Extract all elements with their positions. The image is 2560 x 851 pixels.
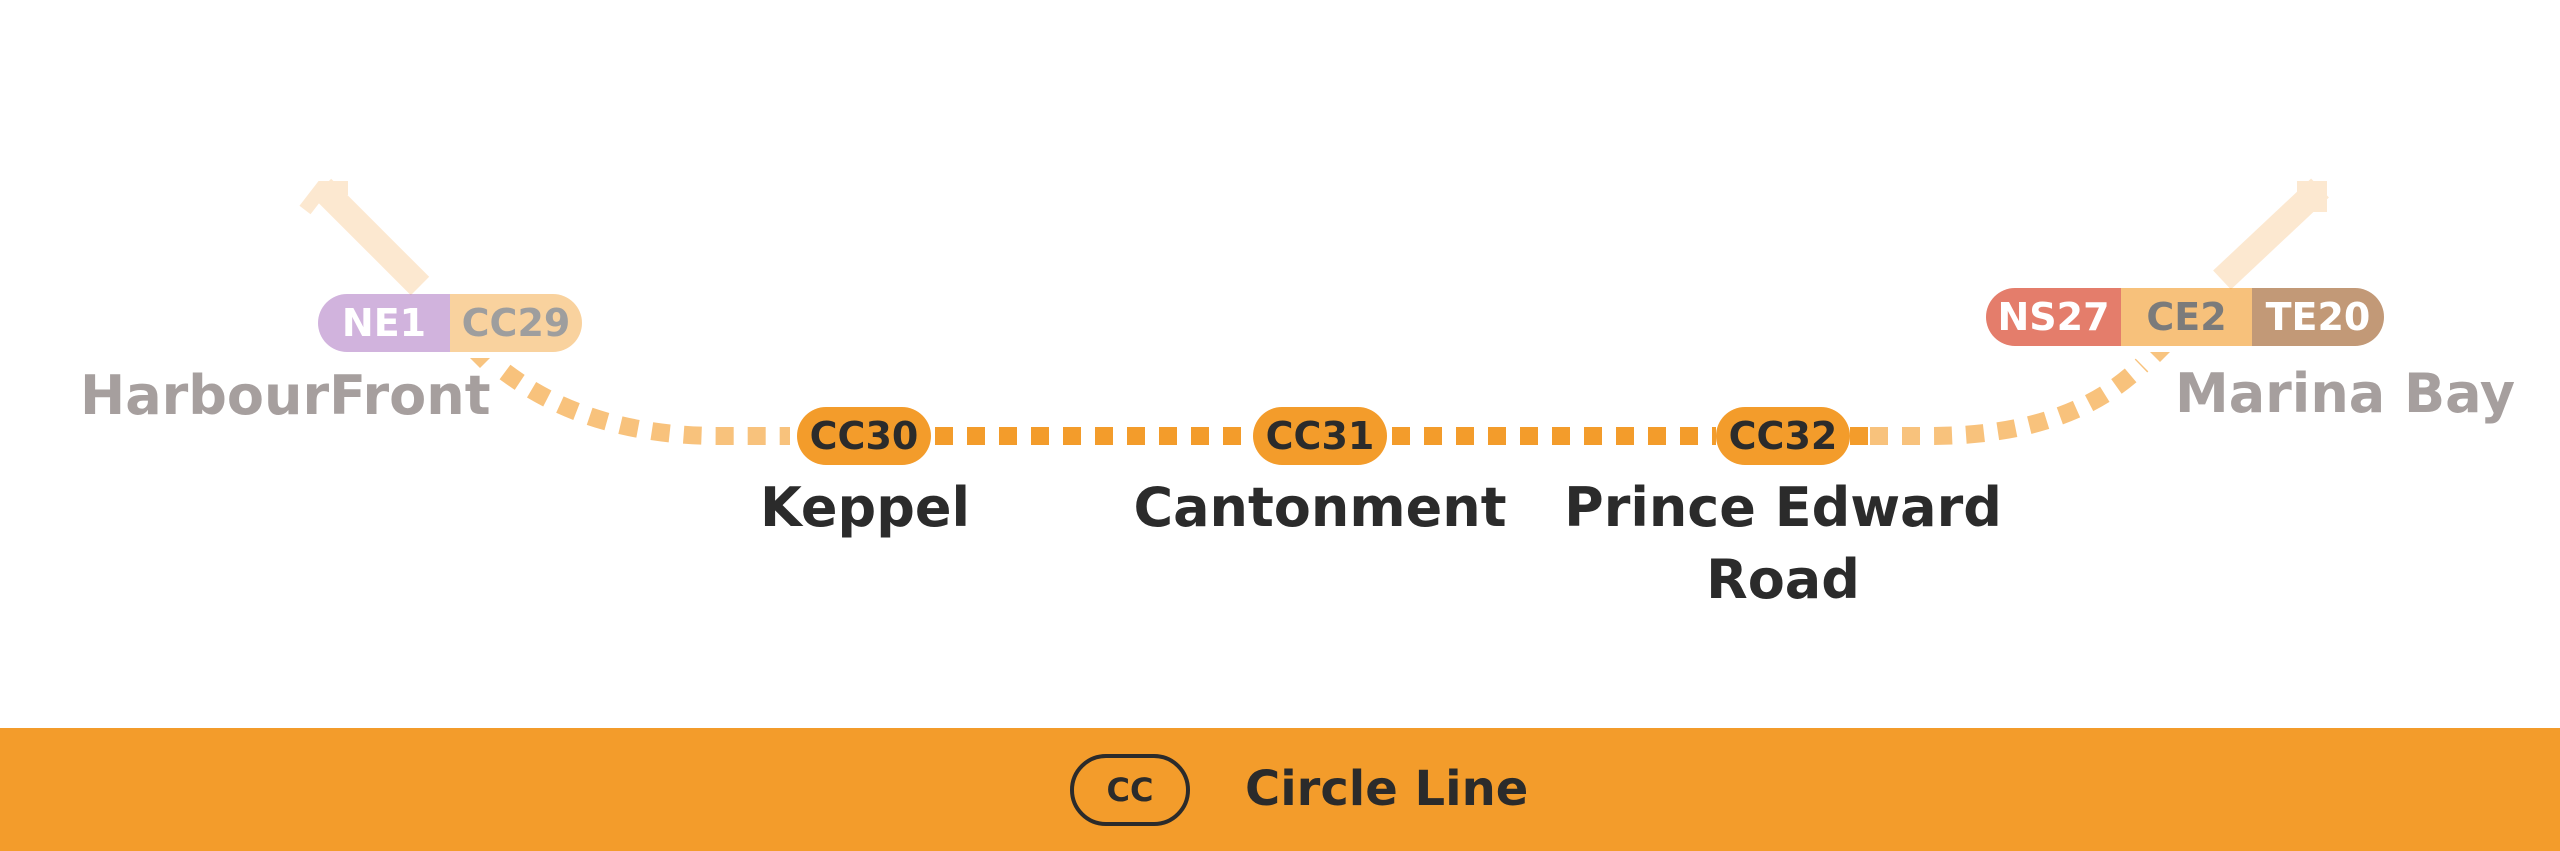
code-ne1: NE1 <box>318 294 450 352</box>
station-name-marina-bay[interactable]: Marina Bay <box>2175 362 2516 425</box>
line-name-label: Circle Line <box>1245 761 1529 817</box>
station-name-line2: Road <box>1706 548 1860 611</box>
station-name-line1: Prince Edward <box>1564 476 2002 539</box>
code-te20: TE20 <box>2252 288 2384 346</box>
route-map <box>299 178 2329 445</box>
pointer-icon <box>2150 352 2170 362</box>
station-badge-marina-bay[interactable]: NS27 CE2 TE20 <box>1986 288 2384 346</box>
pointer-icon <box>470 358 490 368</box>
code-ns27: NS27 <box>1986 288 2121 346</box>
code-ce2: CE2 <box>2121 288 2252 346</box>
line-badge-icon: CC <box>1070 754 1190 826</box>
station-code-cc30[interactable]: CC30 <box>797 407 931 465</box>
station-name-cantonment[interactable]: Cantonment <box>1133 476 1507 539</box>
arrow-up-right-icon <box>2213 178 2329 290</box>
station-code-cc32[interactable]: CC32 <box>1716 407 1850 465</box>
station-name-harbourfront[interactable]: HarbourFront <box>80 364 491 427</box>
station-name-prince-edward-road[interactable]: Prince Edward Road <box>1560 472 2006 616</box>
station-name-keppel[interactable]: Keppel <box>760 476 970 539</box>
arrow-up-left-icon <box>299 178 430 296</box>
code-cc29: CC29 <box>450 294 582 352</box>
line-segment-harbourfront <box>499 364 790 445</box>
line-segment-marina-bay <box>1870 358 2149 445</box>
station-badge-harbourfront[interactable]: NE1 CC29 <box>318 294 582 352</box>
station-code-cc31[interactable]: CC31 <box>1253 407 1387 465</box>
legend-bar: CC Circle Line <box>0 728 2560 851</box>
